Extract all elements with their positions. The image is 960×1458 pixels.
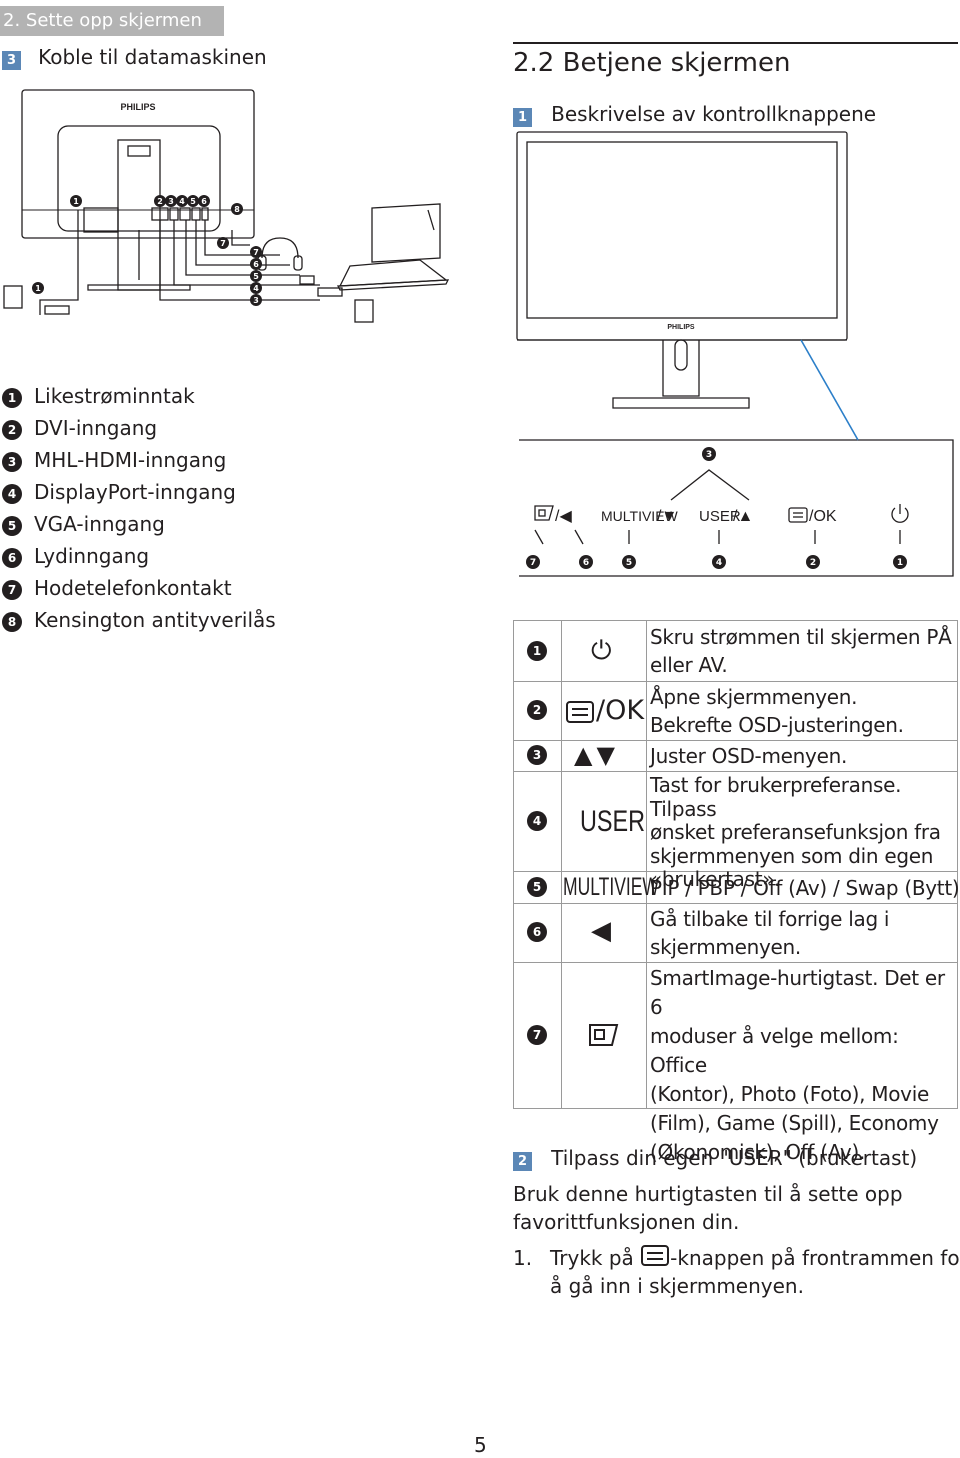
- btn-label-user: USER: [699, 508, 741, 525]
- page-number: 5: [474, 1433, 487, 1457]
- table-row-number: 6: [527, 922, 547, 942]
- section-rule: [513, 42, 958, 44]
- svg-text:7: 7: [253, 248, 259, 257]
- step-heading: 3 Koble til datamaskinen: [2, 45, 267, 70]
- intro-paragraph: Bruk denne hurtigtasten til å sette opp …: [513, 1182, 903, 1234]
- subsection-title: Beskrivelse av kontrollknappene: [551, 102, 877, 126]
- btn-label-smartimage: /◀: [555, 508, 572, 525]
- table-row-description: Juster OSD-menyen.: [650, 744, 848, 768]
- table-row-number: 1: [527, 641, 547, 661]
- callout: 6: [583, 558, 589, 568]
- svg-text:3: 3: [168, 197, 174, 206]
- table-row-description: PIP / PBP / Off (Av) / Swap (Bytt): [650, 876, 960, 900]
- btn-label-menu: /OK: [809, 508, 837, 525]
- svg-text:8: 8: [234, 205, 240, 214]
- step-1-text: Trykk på -knappen på frontrammen for: [550, 1245, 960, 1270]
- monitor-brand-back: PHILIPS: [120, 102, 155, 112]
- connection-diagram: PHILIPS 1 2 3 4 5 6 8 7 7 6 5 4 3 1: [3, 89, 450, 323]
- subsection-heading-1: 1 Beskrivelse av kontrollknappene: [513, 102, 876, 127]
- table-row-description: SmartImage-hurtigtast. Det er 6 moduser …: [650, 966, 945, 1164]
- monitor-brand-front: PHILIPS: [667, 324, 695, 331]
- table-row-description: Gå tilbake til forrige lag i skjermmenye…: [650, 907, 890, 959]
- svg-text:1: 1: [35, 284, 41, 293]
- svg-text:4: 4: [253, 284, 259, 293]
- table-row-number: 3: [527, 745, 547, 765]
- up-down-arrows-icon: ▲▼: [574, 741, 619, 769]
- svg-text:4: 4: [179, 197, 185, 206]
- back-arrow-icon: ◀: [591, 916, 611, 946]
- svg-text:5: 5: [253, 272, 259, 281]
- callout: 1: [897, 558, 903, 568]
- smartimage-icon: [589, 1024, 619, 1046]
- multiview-key: MULTIVIEW: [563, 873, 659, 901]
- menu-ok-key: /OK: [596, 695, 645, 726]
- table-row-number: 4: [527, 811, 547, 831]
- user-key: USER: [580, 805, 646, 838]
- table-row-number: 7: [527, 1025, 547, 1045]
- btn-label-multiview: MULTIVIEW: [601, 508, 679, 524]
- menu-icon: [566, 701, 594, 723]
- callout: 5: [626, 558, 632, 568]
- subsection-number: 1: [513, 108, 532, 127]
- svg-text:6: 6: [201, 197, 207, 206]
- callout: 3: [706, 450, 712, 460]
- menu-icon: [641, 1245, 670, 1266]
- callout: 2: [810, 558, 816, 568]
- svg-text:2: 2: [157, 197, 163, 206]
- table-row-description: Tast for brukerpreferanse. Tilpass ønske…: [650, 773, 941, 891]
- svg-text:6: 6: [253, 260, 259, 269]
- callout: 4: [716, 558, 722, 568]
- subsection-heading-2: 2 Tilpass din egen "USER" (brukertast): [513, 1146, 917, 1171]
- step-title: Koble til datamaskinen: [38, 45, 267, 69]
- step-1-number: 1.: [513, 1246, 533, 1270]
- section-title: 2.2 Betjene skjermen: [513, 48, 791, 78]
- section-header: 2. Sette opp skjermen: [0, 6, 224, 36]
- callout: 7: [530, 558, 536, 568]
- table-row-description: Åpne skjermmenyen. Bekrefte OSD-justerin…: [650, 685, 904, 737]
- svg-text:1: 1: [73, 197, 79, 206]
- table-row-description: Skru strømmen til skjermen PÅ eller AV.: [650, 625, 952, 677]
- svg-text:5: 5: [190, 197, 196, 206]
- btn-label-multiview-arrow: /▼: [657, 508, 677, 525]
- control-buttons-diagram: PHILIPS /◀ MULTIVIEW /▼ USER /▲ /OK 7 6 …: [516, 131, 954, 577]
- power-icon: ⏻: [591, 636, 612, 666]
- table-row-number: 5: [527, 877, 547, 897]
- step-1-text-line2: å gå inn i skjermmenyen.: [550, 1274, 804, 1298]
- svg-text:7: 7: [220, 239, 226, 248]
- step-number: 3: [2, 51, 21, 70]
- subsection-number: 2: [513, 1152, 532, 1171]
- svg-text:3: 3: [253, 296, 259, 305]
- table-row-number: 2: [527, 700, 547, 720]
- subsection-title: Tilpass din egen "USER" (brukertast): [551, 1146, 918, 1170]
- btn-label-user-arrow: /▲: [733, 508, 753, 525]
